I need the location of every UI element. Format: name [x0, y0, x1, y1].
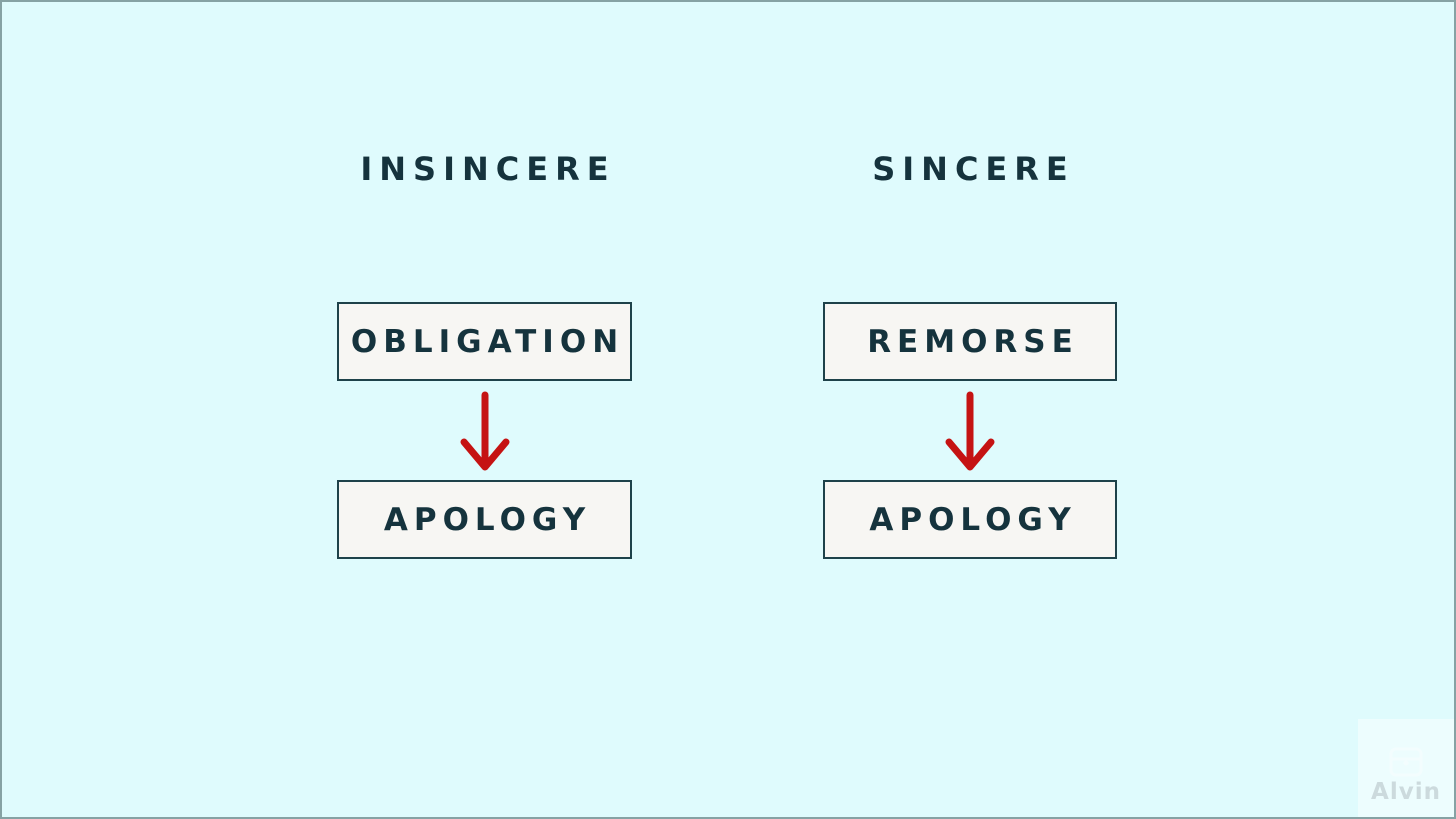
watermark-label: Alvin [1371, 779, 1441, 805]
insincere-column: INSINCERE OBLIGATION APOLOGY [337, 0, 632, 819]
obligation-box-label: OBLIGATION [350, 323, 625, 360]
down-arrow-icon [945, 391, 995, 471]
apology-box-left: APOLOGY [337, 480, 632, 559]
down-arrow-icon [460, 391, 509, 471]
remorse-box: REMORSE [823, 302, 1117, 381]
watermark-panel: Alvin [1358, 719, 1454, 817]
remorse-box-label: REMORSE [867, 323, 1079, 360]
sincere-column: SINCERE REMORSE APOLOGY [823, 0, 1117, 819]
insincere-heading: INSINCERE [360, 150, 616, 188]
sincere-arrow-wrap [823, 390, 1117, 474]
apology-box-left-label: APOLOGY [383, 501, 592, 538]
sincere-heading: SINCERE [872, 150, 1075, 188]
insincere-arrow-wrap [337, 390, 632, 474]
apology-box-right: APOLOGY [823, 480, 1117, 559]
obligation-box: OBLIGATION [337, 302, 632, 381]
apology-box-right-label: APOLOGY [869, 501, 1077, 538]
chest-logo-icon [1389, 747, 1423, 777]
